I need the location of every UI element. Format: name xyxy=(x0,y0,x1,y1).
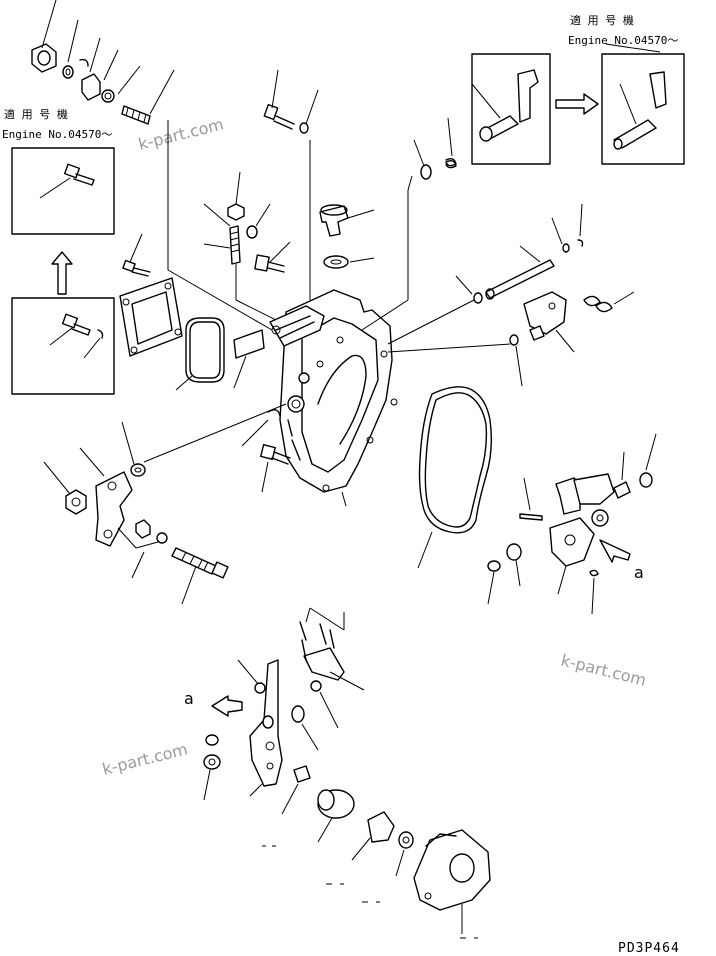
spring-upper xyxy=(361,117,457,331)
cover-plate xyxy=(233,329,265,359)
engine-number-label-right: Engine No.04570～ xyxy=(568,34,678,47)
view-a-label-lower: a xyxy=(184,689,194,708)
housing-gasket xyxy=(418,386,493,534)
cup-plug xyxy=(319,204,375,269)
inset-arrow-up xyxy=(51,251,73,295)
inset-old-lever xyxy=(471,53,551,165)
watermark: k-part.com xyxy=(136,114,225,154)
engine-number-label-left: Engine No.04570～ xyxy=(2,128,112,141)
view-a-label-right: a xyxy=(634,563,644,582)
lower-housing xyxy=(413,829,491,934)
applicable-model-label-left: 適 用 号 機 xyxy=(4,107,68,121)
small-bolt-top xyxy=(263,69,319,300)
stud-bolt xyxy=(121,69,273,331)
inset-new-bolt xyxy=(11,147,115,235)
governor-housing xyxy=(269,289,398,507)
washers-long-bolt xyxy=(117,519,229,605)
cover-gasket xyxy=(119,233,183,357)
shaft xyxy=(387,203,584,345)
o-ring-square xyxy=(175,317,225,391)
lever-plate-left xyxy=(43,403,287,547)
bolt-center xyxy=(254,241,291,273)
drawing-code: PD3P464 xyxy=(618,941,680,956)
label-leader xyxy=(233,355,247,389)
label-leader xyxy=(417,531,433,569)
lever-lower xyxy=(203,607,365,801)
inset-arrow-right xyxy=(555,93,599,115)
inset-old-bolt xyxy=(11,297,115,395)
bracket-right xyxy=(487,433,657,615)
inset-new-lever xyxy=(601,53,685,165)
snap-ring-bolt xyxy=(241,409,291,493)
view-a-arrow xyxy=(211,695,243,717)
collar xyxy=(351,811,414,877)
label-leader xyxy=(605,43,661,53)
applicable-model-label-right: 適 用 号 機 xyxy=(570,13,634,27)
plug-small xyxy=(281,765,311,815)
nut-washer-stack xyxy=(31,0,141,103)
lever-spring-right xyxy=(387,291,635,387)
dash-marks xyxy=(262,845,478,939)
watermark: k-part.com xyxy=(100,739,189,779)
watermark: k-part.com xyxy=(559,650,648,690)
bush-large xyxy=(317,789,355,843)
nut-and-stud xyxy=(203,171,297,331)
